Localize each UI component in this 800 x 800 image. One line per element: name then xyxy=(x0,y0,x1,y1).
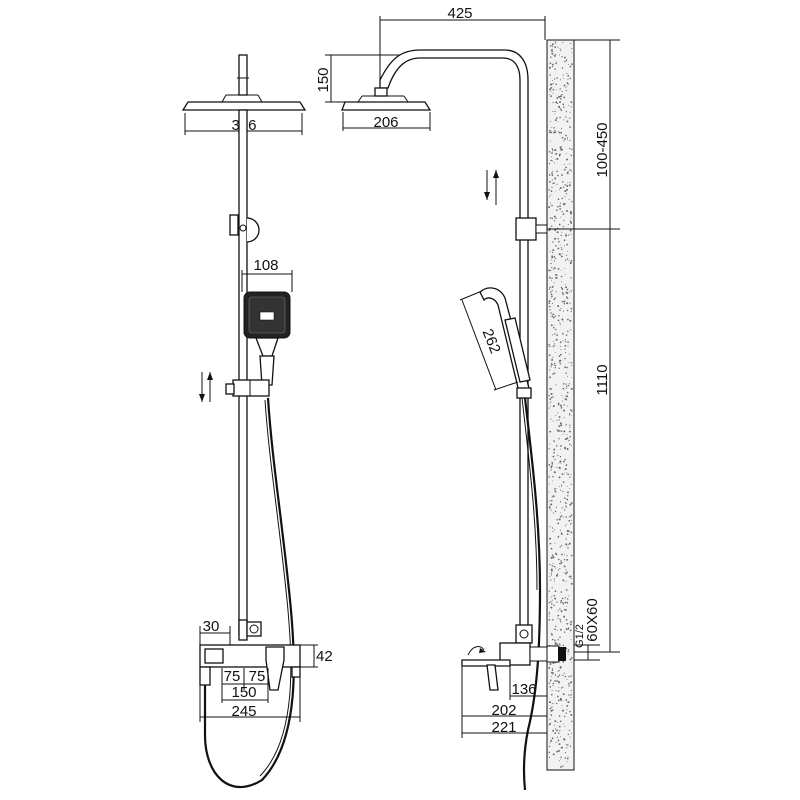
dim-handshower-width: 108 xyxy=(253,257,278,274)
dim-mixer-to-bracket: 1110 xyxy=(594,364,611,395)
head-connector xyxy=(238,54,248,96)
dim-spout-offset: 30 xyxy=(203,618,220,635)
dim-arm-reach: 425 xyxy=(447,5,472,22)
side-head xyxy=(341,87,432,111)
dim-inlet-center: 150 xyxy=(231,684,256,701)
dim-handshower-length: 262 xyxy=(479,327,504,357)
handshower-icon xyxy=(243,291,291,386)
side-handshower xyxy=(479,287,532,399)
dim-valve-height: 42 xyxy=(316,648,333,665)
dim-spout-221: 221 xyxy=(491,719,516,736)
dim-spout-202: 202 xyxy=(491,702,516,719)
label-connection-thread: G1/2 xyxy=(574,624,586,648)
shower-arm xyxy=(379,49,529,641)
label-connection-cover: 60X60 xyxy=(584,598,601,641)
slide-arrow-icon xyxy=(484,170,499,205)
riser-pipe xyxy=(238,109,248,636)
side-diverter xyxy=(515,624,533,644)
dim-inlet-b: 75 xyxy=(249,668,266,685)
dim-bracket-adjust: 100-450 xyxy=(594,122,611,177)
front-view: 306 108 xyxy=(181,54,333,789)
side-mixer xyxy=(461,642,566,691)
dim-head-diameter: 206 xyxy=(373,114,398,131)
dim-head-drop: 150 xyxy=(315,67,332,92)
dim-inlet-a: 75 xyxy=(224,668,241,685)
slide-holder xyxy=(225,379,270,397)
side-hose xyxy=(522,397,542,791)
shower-head-icon xyxy=(181,94,307,111)
shower-hose xyxy=(203,397,295,789)
side-view: 425 150 206 xyxy=(315,5,620,791)
mixer-icon xyxy=(199,644,301,691)
wall-bracket xyxy=(229,214,260,243)
dim-spout-136: 136 xyxy=(511,681,536,698)
side-wall-bracket xyxy=(515,217,620,241)
slide-arrow-icon xyxy=(199,372,213,402)
diverter xyxy=(238,619,262,641)
dim-mixer-width: 245 xyxy=(231,703,256,720)
